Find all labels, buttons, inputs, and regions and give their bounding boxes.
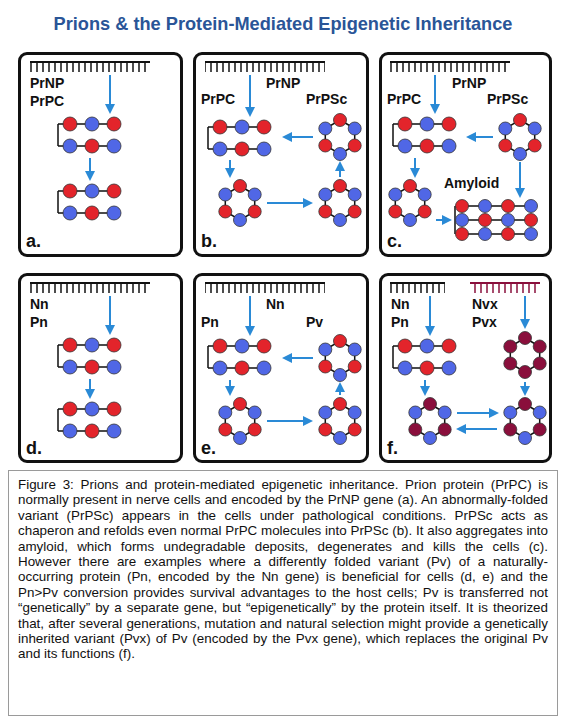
molecule-label: PrNP: [266, 75, 300, 91]
illustration-part: [499, 114, 541, 161]
illustration-part: [30, 282, 150, 284]
illustration-part: [519, 162, 521, 196]
molecule-label: PrPSc: [306, 91, 347, 107]
molecule-label: Pn: [201, 314, 219, 330]
illustration-part: [429, 296, 431, 334]
molecule-label: Nn: [30, 296, 49, 312]
illustration-part: [389, 180, 431, 227]
molecule-label: Nn: [266, 296, 285, 312]
illustration-part: [524, 382, 526, 394]
gene-bars: [30, 62, 540, 293]
figure-caption: Figure 3: Prions and protein-mediated ep…: [8, 470, 558, 716]
illustration-part: [436, 219, 450, 221]
panel-letter: d.: [26, 438, 42, 459]
illustration-part: [249, 75, 251, 115]
molecule-label: Nn: [391, 296, 410, 312]
illustration-part: [455, 200, 538, 241]
illustration-part: [89, 158, 91, 179]
illustration-part: [339, 163, 341, 177]
illustration-part: [109, 296, 111, 333]
illustration-part: [30, 61, 150, 63]
molecule-label: Nvx: [472, 296, 498, 312]
illustration-part: [319, 180, 361, 227]
figure-panel: PrNP PrPC PrPSc b.: [193, 52, 369, 257]
illustration-part: [58, 338, 121, 374]
reaction-arrows: [90, 75, 525, 429]
illustration-part: [30, 284, 150, 293]
illustration-part: [58, 402, 121, 438]
molecule-label: PrPC: [387, 91, 421, 107]
figure-panel: PrNP PrPC PrPScAmyloid c.: [379, 52, 552, 257]
illustration-part: [205, 284, 325, 293]
illustration-part: [219, 398, 261, 445]
illustration-part: [89, 379, 91, 397]
illustration-part: [109, 75, 111, 112]
figure-title: Prions & the Protein-Mediated Epigenetic…: [8, 14, 558, 36]
figure-panel: NnPn d.: [18, 273, 183, 463]
illustration-part: [267, 420, 311, 422]
illustration-part: [470, 284, 540, 293]
illustration-part: [468, 136, 493, 138]
illustration-part: [393, 339, 456, 375]
illustration-part: [267, 202, 311, 204]
illustration-part: [414, 158, 416, 176]
figure-panel: Nn NvxPn Pvx f.: [379, 273, 552, 463]
illustration-part: [319, 335, 361, 382]
illustration-part: [208, 120, 271, 156]
illustration-part: [390, 63, 510, 72]
illustration-part: [205, 61, 325, 63]
illustration-part: [504, 398, 546, 445]
molecule-label: Pvx: [472, 314, 497, 330]
molecule-label: Pn: [30, 314, 48, 330]
illustration-part: [58, 184, 121, 220]
illustration-part: [457, 412, 497, 414]
panel-letter: a.: [26, 231, 41, 252]
molecule-label: PrPSc: [487, 91, 528, 107]
illustration-part: [424, 380, 426, 394]
protein-molecules: [58, 114, 546, 445]
illustration-part: [30, 63, 150, 72]
illustration-part: [208, 339, 271, 375]
illustration-part: [524, 296, 526, 327]
figure-panel: NnPn Pv e.: [193, 273, 369, 463]
panel-letter: c.: [387, 231, 402, 252]
illustration-part: [390, 61, 510, 63]
molecule-label: Pv: [306, 314, 323, 330]
illustration-part: [319, 398, 361, 445]
illustration-part: [58, 117, 121, 153]
illustration-part: [249, 296, 251, 334]
illustration-part: [229, 380, 231, 394]
illustration-part: [229, 160, 231, 176]
illustration-part: [319, 114, 361, 161]
figure-panel: PrNP PrPC a.: [18, 52, 183, 257]
molecule-label: Pn: [391, 314, 409, 330]
illustration-part: [393, 117, 456, 153]
panel-letter: e.: [201, 438, 216, 459]
illustration-part: [470, 282, 540, 284]
illustration-part: [458, 428, 497, 430]
illustration-part: [390, 284, 445, 293]
molecule-label: PrNP: [452, 75, 486, 91]
illustration-part: [434, 75, 436, 112]
molecule-label: PrPC: [30, 93, 64, 109]
illustration-part: [504, 332, 546, 379]
molecule-label: PrPC: [201, 91, 235, 107]
molecule-label: Amyloid: [444, 175, 499, 191]
molecule-label: PrNP: [30, 75, 64, 91]
panel-letter: f.: [387, 438, 398, 459]
illustration-part: [284, 357, 313, 359]
illustration-part: [339, 384, 341, 395]
illustration-part: [219, 180, 261, 227]
illustration-part: [284, 136, 313, 138]
illustration-part: [390, 282, 445, 284]
illustration-part: [205, 282, 325, 284]
illustration-part: [409, 398, 451, 445]
panel-letter: b.: [201, 231, 217, 252]
illustration-part: [205, 63, 325, 72]
